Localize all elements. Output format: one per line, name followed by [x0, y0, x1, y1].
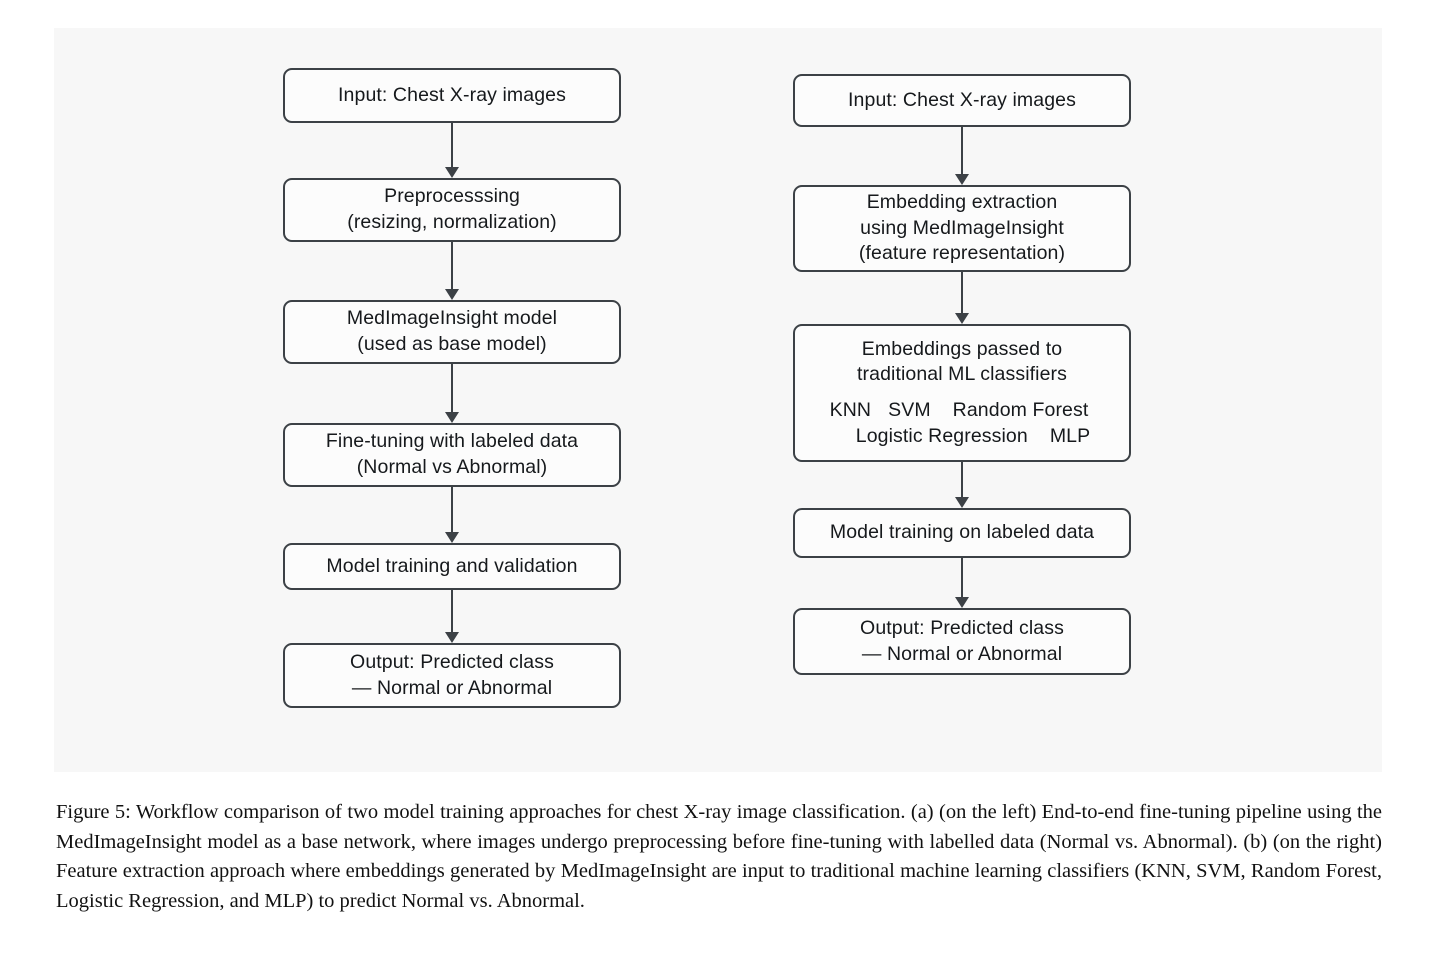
- arrow-r2-r3: [955, 272, 969, 324]
- left-pipeline-column: Input: Chest X-ray images Preprocesssing…: [283, 28, 621, 772]
- flow-node-fine-tuning: Fine-tuning with labeled data (Normal vs…: [283, 423, 621, 487]
- flow-node-embeddings-to-classifiers: Embeddings passed to traditional ML clas…: [793, 324, 1131, 462]
- arrow-l5-l6: [445, 590, 459, 643]
- node-line: using MedImageInsight: [860, 216, 1064, 239]
- node-line: Input: Chest X-ray images: [848, 88, 1076, 111]
- arrow-l2-l3: [445, 242, 459, 300]
- figure-canvas: Input: Chest X-ray images Preprocesssing…: [54, 28, 1382, 772]
- flow-node-input-chest-xray-left: Input: Chest X-ray images: [283, 68, 621, 123]
- node-line: Preprocesssing: [384, 185, 520, 208]
- flow-node-embedding-extraction: Embedding extraction using MedImageInsig…: [793, 185, 1131, 272]
- node-line: Output: Predicted class: [350, 650, 554, 673]
- flow-node-input-chest-xray-right: Input: Chest X-ray images: [793, 74, 1131, 127]
- node-line: MedImageInsight model: [346, 307, 558, 330]
- figure-caption: Figure 5: Workflow comparison of two mod…: [56, 801, 1382, 913]
- node-line: Embeddings passed to: [861, 337, 1063, 360]
- classifier-random-forest: Random Forest: [952, 399, 1089, 421]
- node-line: (used as base model): [357, 333, 547, 355]
- node-line: Embedding extraction: [866, 190, 1058, 213]
- classifier-mlp: MLP: [1049, 424, 1091, 447]
- classifier-list: KNN SVM Random Forest Logistic Regression M…: [801, 398, 1123, 449]
- arrow-l4-l5: [445, 487, 459, 543]
- flow-node-output-left: Output: Predicted class — Normal or Abno…: [283, 643, 621, 708]
- node-line: Model training and validation: [326, 554, 578, 577]
- arrow-r3-r4: [955, 462, 969, 508]
- node-line: Input: Chest X-ray images: [338, 83, 566, 106]
- arrow-r1-r2: [955, 127, 969, 185]
- classifier-knn: KNN: [829, 399, 872, 421]
- node-line: — Normal or Abnormal: [861, 642, 1063, 665]
- flow-node-preprocessing: Preprocesssing (resizing, normalization): [283, 178, 621, 242]
- node-line: Output: Predicted class: [860, 616, 1064, 639]
- node-line: traditional ML classifiers: [857, 363, 1067, 386]
- right-pipeline-column: Input: Chest X-ray images Embedding extr…: [793, 28, 1131, 772]
- arrow-l3-l4: [445, 364, 459, 423]
- node-line: (feature representation): [858, 242, 1066, 265]
- arrow-l1-l2: [445, 123, 459, 178]
- flow-node-output-right: Output: Predicted class — Normal or Abno…: [793, 608, 1131, 675]
- classifier-svm: SVM: [888, 399, 931, 421]
- flow-node-medimageinsight-model: MedImageInsight model (used as base mode…: [283, 300, 621, 364]
- node-line: Model training on labeled data: [829, 521, 1095, 544]
- node-line: (Normal vs Abnormal): [356, 456, 548, 478]
- classifier-row-2: Logistic Regression MLP: [856, 424, 1090, 450]
- node-line: (resizing, normalization): [347, 211, 557, 233]
- flow-node-model-training-labeled-data: Model training on labeled data: [793, 508, 1131, 558]
- flow-node-model-training-validation: Model training and validation: [283, 543, 621, 590]
- node-line: — Normal or Abnormal: [351, 676, 553, 699]
- classifier-logistic-regression: Logistic Regression: [855, 424, 1028, 447]
- arrow-r4-r5: [955, 558, 969, 608]
- node-line: Fine-tuning with labeled data: [325, 430, 579, 453]
- classifier-row-1: KNN SVM Random Forest: [830, 398, 1089, 424]
